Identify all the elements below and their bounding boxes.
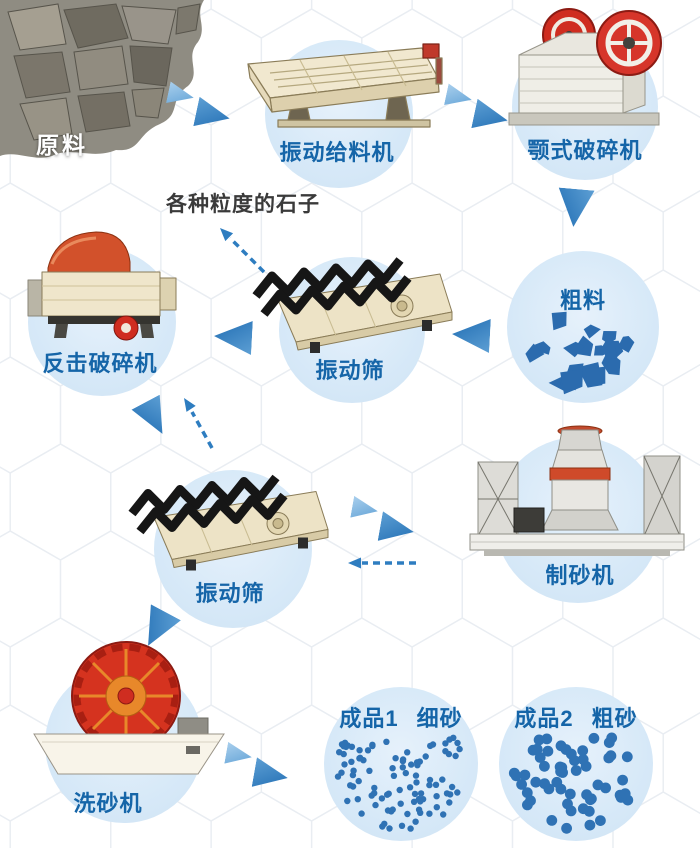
product-fine-grade: 细砂 [416,706,463,731]
fine-sand-dots [334,734,463,832]
product-fine-name: 成品1 [339,706,399,731]
product-coarse-name: 成品2 [514,706,574,731]
annotation-stone-sizes: 各种粒度的石子 [166,193,320,216]
jaw-crusher-label: 颚式破碎机 [527,138,643,163]
vibrating-screen1-illustration [252,250,457,355]
product-fine-circle [324,687,478,841]
coarse-rock-shards [525,311,635,395]
vibrating-screen2-illustration [128,465,333,575]
coarse-material-label: 粗料 [559,288,606,313]
sand-maker-label: 制砂机 [545,563,615,588]
screen1-label: 振动筛 [315,358,385,383]
product-coarse-label: 成品2 粗砂 [505,701,647,733]
impact-crusher-illustration [22,222,187,344]
dashed-arrow-screen1-to-annotation-icon [220,228,266,274]
sand-washer-label: 洗砂机 [73,791,143,816]
product-coarse-grade: 粗砂 [591,706,638,731]
raw-material-label: 原料 [36,132,88,158]
dashed-arrow-sandmaker-to-screen2-icon [348,557,416,569]
feeder-label: 振动给料机 [279,140,395,165]
raw-material-photo: 原料 [0,0,220,170]
jaw-crusher-illustration [505,5,670,135]
coarse-material-node-circle [507,251,659,403]
screen2-label: 振动筛 [195,581,265,606]
product-fine-label: 成品1 细砂 [330,701,472,733]
coarse-sand-dots [508,732,634,834]
impact-crusher-label: 反击破碎机 [42,351,158,376]
rocks-image [0,0,204,158]
sand-washer-illustration [28,640,233,785]
dashed-arrow-screen2-to-impact-icon [184,398,214,449]
product-coarse-circle [499,687,653,841]
sand-maker-illustration [462,422,692,564]
vibrating-feeder-illustration [240,38,455,138]
